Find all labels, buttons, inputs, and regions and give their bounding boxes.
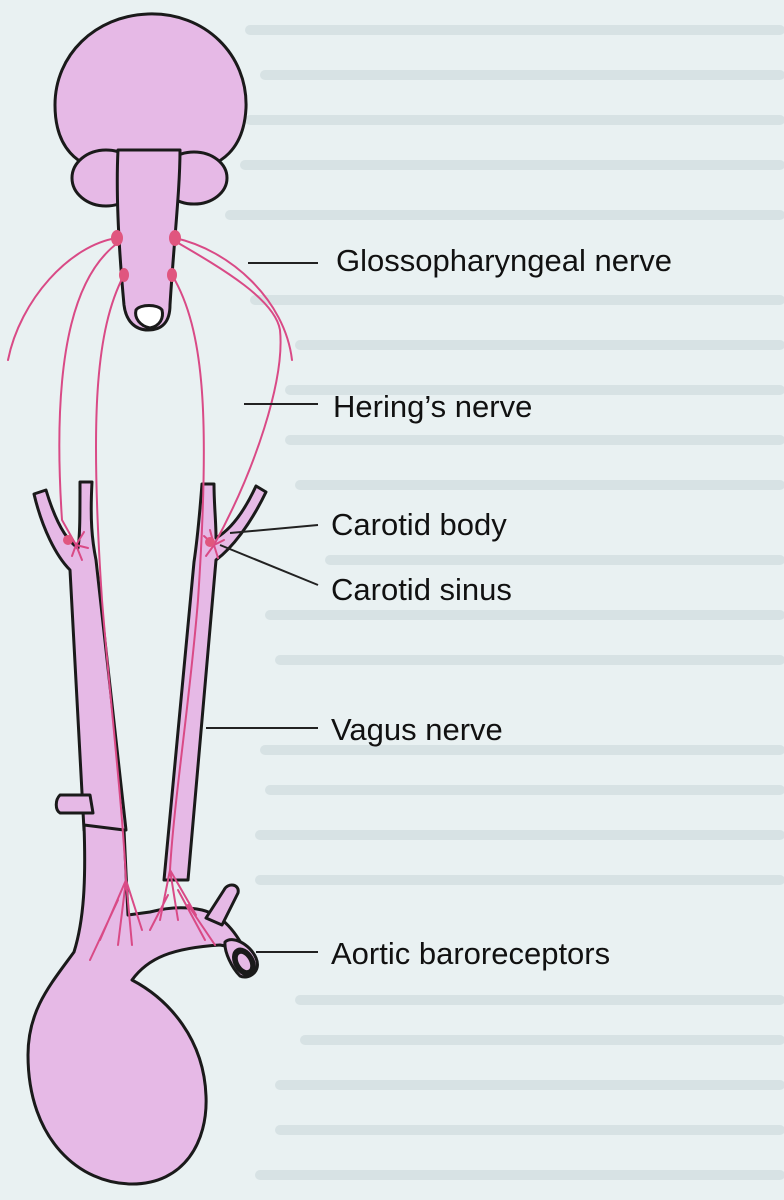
glossopharyngeal-nerve-right	[174, 237, 293, 361]
glossopharyngeal-nerve-left-inner	[58, 241, 120, 546]
spinal-cord-section	[134, 304, 164, 330]
cerebrum	[53, 12, 248, 172]
carotid-body-left	[63, 535, 73, 545]
vagus-nerve-left	[94, 274, 127, 881]
ganglion-left-lower	[119, 268, 129, 282]
glossopharyngeal-nerve-right-inner	[172, 239, 282, 546]
leader-carotid-body	[229, 524, 319, 534]
vagus-nerve-right	[169, 274, 205, 871]
brainstem	[115, 148, 182, 332]
label-carotid-sinus: Carotid sinus	[331, 572, 512, 607]
carotid-body-right	[205, 537, 215, 547]
heart-and-aorta	[26, 823, 252, 1186]
glossopharyngeal-nerve-left	[7, 237, 118, 361]
left-subclavian-branch	[204, 883, 240, 927]
label-vagus-nerve: Vagus nerve	[331, 712, 503, 747]
label-aortic-baroreceptors: Aortic baroreceptors	[331, 936, 611, 971]
label-herings-nerve: Hering’s nerve	[333, 389, 533, 424]
leader-carotid-sinus	[219, 544, 319, 586]
left-carotid-artery	[32, 480, 128, 832]
ganglion-right-upper	[169, 230, 181, 246]
label-carotid-body: Carotid body	[331, 507, 507, 542]
label-glossopharyngeal-nerve: Glossopharyngeal nerve	[336, 243, 673, 278]
left-subclavian-artery	[54, 793, 95, 815]
ganglion-left-upper	[111, 230, 123, 246]
ganglion-right-lower	[167, 268, 177, 282]
